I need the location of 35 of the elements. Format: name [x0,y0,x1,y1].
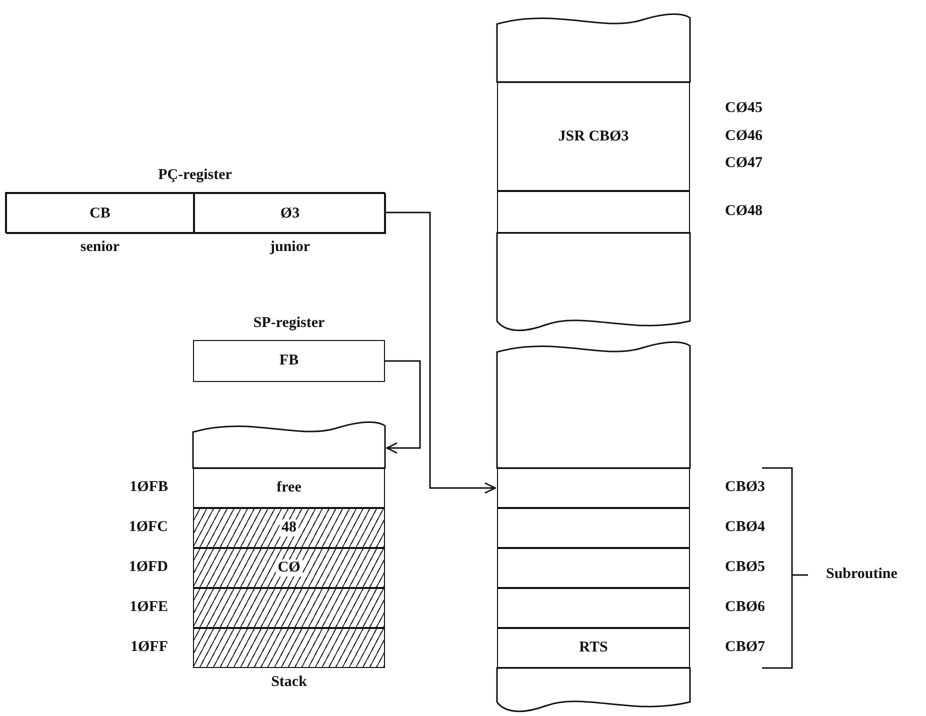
memory-address: CØ48 [725,203,762,220]
cell-value: 48 [280,520,298,536]
memory-address: CBØ5 [725,559,766,576]
arrow [385,212,496,494]
cell-value: free [276,480,302,496]
memory-cell [497,233,690,333]
cell-value: Ø3 [280,205,300,222]
memory-address: 1ØFD [128,559,168,576]
memory-address: 1ØFF [130,639,168,656]
memory-cell [497,12,690,82]
memory-address: 1ØFB [130,479,168,496]
memory-cell [497,340,690,468]
memory-cell [193,420,385,468]
cell-value: JSR CBØ3 [558,128,629,145]
cell-value: FB [279,352,299,370]
register-label: PÇ-register [158,167,232,184]
memory-address: 1ØFC [128,519,168,536]
stack-caption: Stack [271,674,307,691]
memory-address: CØ47 [725,154,762,172]
memory-address: CBØ6 [725,599,766,616]
memory-address: 1ØFE [130,599,168,616]
cell-value: CB [90,205,110,222]
register-label: SP-register [253,315,325,332]
byte-label: senior [80,239,120,256]
memory-address: CBØ3 [725,479,766,496]
byte-label: junior [270,239,310,256]
bracket-label: Subroutine [826,566,898,583]
memory-address: CØ45 [725,100,762,118]
cell-value: RTS [579,640,608,656]
memory-cell [497,668,690,714]
memory-address: CBØ4 [725,519,766,536]
cell-value: CØ [276,560,302,576]
memory-address: CØ46 [725,128,762,144]
memory-address: CBØ7 [725,639,766,656]
arrow [385,360,421,454]
